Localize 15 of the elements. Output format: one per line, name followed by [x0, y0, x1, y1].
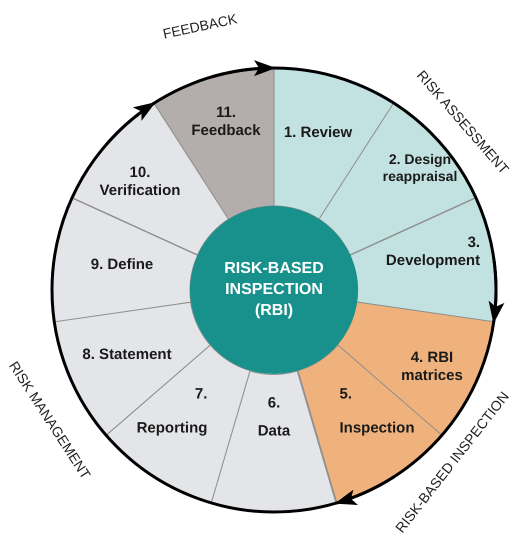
segment-label: 11. Feedback	[191, 104, 261, 140]
segment-label: 6. Data	[258, 393, 290, 442]
cycle-arrow	[211, 60, 276, 78]
cycle-arrow	[488, 258, 504, 324]
segment-label: 7. Reporting	[136, 384, 208, 439]
segment-label: 9. Define	[90, 256, 154, 274]
segment-label: 8. Statement	[82, 346, 172, 364]
segment-label: 10. Verification	[100, 164, 180, 200]
cycle-arrow	[334, 476, 395, 505]
segment-label: 3. Development	[386, 234, 480, 270]
segment-label: 5. Inspection	[339, 384, 414, 439]
cycle-arrow	[105, 102, 156, 146]
segment-label: 4. RBI matrices	[400, 348, 464, 385]
center-title: RISK-BASED INSPECTION (RBI)	[223, 258, 325, 320]
segment-label: 1. Review	[284, 124, 352, 142]
